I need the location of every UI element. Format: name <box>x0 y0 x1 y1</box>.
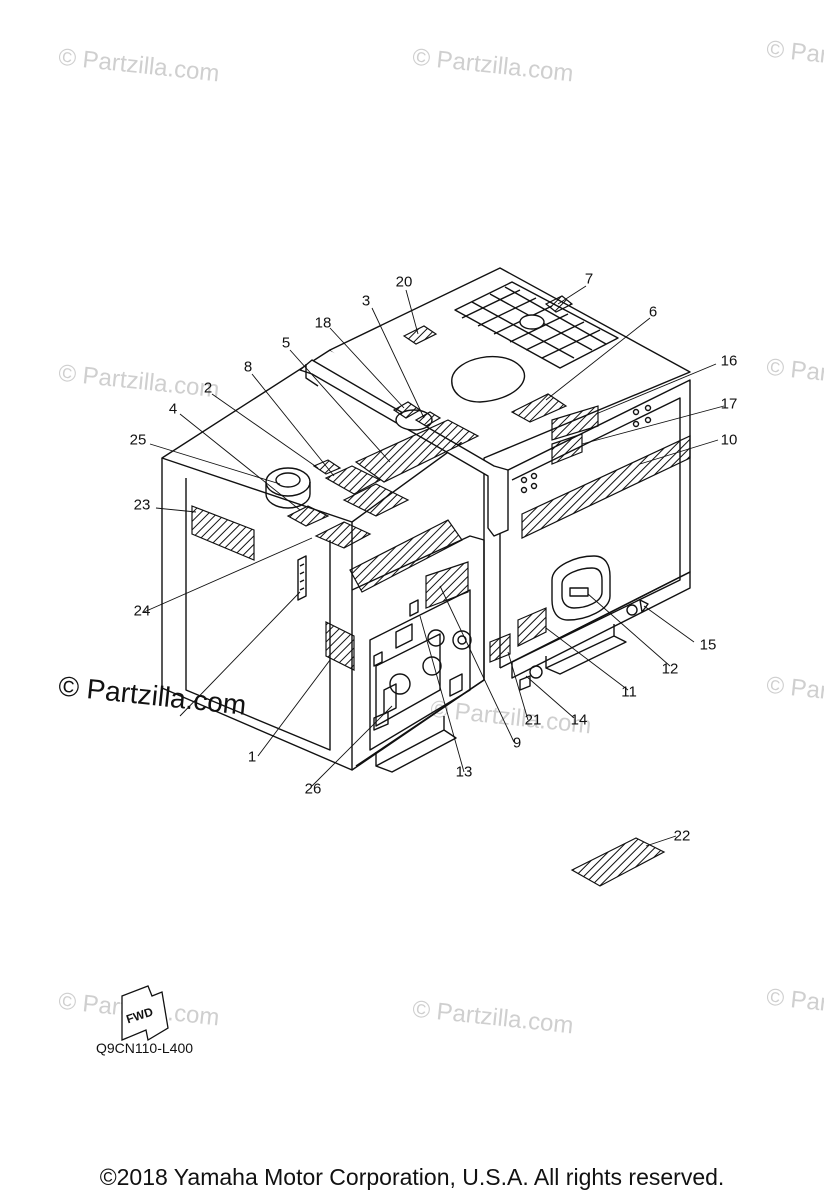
callout-26: 26 <box>304 780 322 798</box>
callout-7: 7 <box>584 270 594 288</box>
label-6 <box>510 393 568 423</box>
label-4a <box>342 483 410 517</box>
label-1 <box>325 621 355 671</box>
label-17 <box>551 433 583 465</box>
label-20 <box>402 325 438 345</box>
callout-16: 16 <box>720 352 738 370</box>
callout-11: 11 <box>621 683 637 701</box>
callout-9: 9 <box>512 734 522 752</box>
top-grill <box>454 281 619 369</box>
callout-25: 25 <box>129 431 147 449</box>
callout-18: 18 <box>314 314 332 332</box>
callout-1: 1 <box>247 748 257 766</box>
callout-6: 6 <box>648 303 658 321</box>
callout-12: 12 <box>661 660 679 678</box>
callout-20: 20 <box>395 273 413 291</box>
label-24a <box>314 521 372 549</box>
callout-5: 5 <box>281 334 291 352</box>
callout-21: 21 <box>524 711 542 729</box>
callout-17: 17 <box>720 395 738 413</box>
callout-8: 8 <box>243 358 253 376</box>
label-21 <box>425 561 469 609</box>
callout-22: 22 <box>673 827 691 845</box>
callout-13: 13 <box>455 763 473 781</box>
label-8 <box>324 465 382 495</box>
diagram-code: Q9CN110-L400 <box>96 1040 194 1056</box>
callout-14: 14 <box>570 711 588 729</box>
callout-23: 23 <box>133 496 151 514</box>
label-23 <box>191 505 255 561</box>
label-16 <box>551 405 599 441</box>
label-11 <box>517 607 547 647</box>
callout-2: 2 <box>203 379 213 397</box>
label-7 <box>544 295 574 313</box>
callout-15: 15 <box>699 636 717 654</box>
label-5 <box>354 419 480 483</box>
label-4b <box>286 505 330 527</box>
label-14 <box>489 633 511 663</box>
label-9 <box>349 519 463 593</box>
fwd-arrow-icon: FWD <box>121 985 169 1042</box>
label-22 <box>570 837 666 887</box>
label-3 <box>414 411 442 427</box>
oval-cover <box>451 355 526 403</box>
copyright-notice: ©2018 Yamaha Motor Corporation, U.S.A. A… <box>99 1164 725 1190</box>
callout-3: 3 <box>361 292 371 310</box>
callout-4: 4 <box>168 400 178 418</box>
callout-10: 10 <box>720 431 738 449</box>
callout-24: 24 <box>133 602 151 620</box>
